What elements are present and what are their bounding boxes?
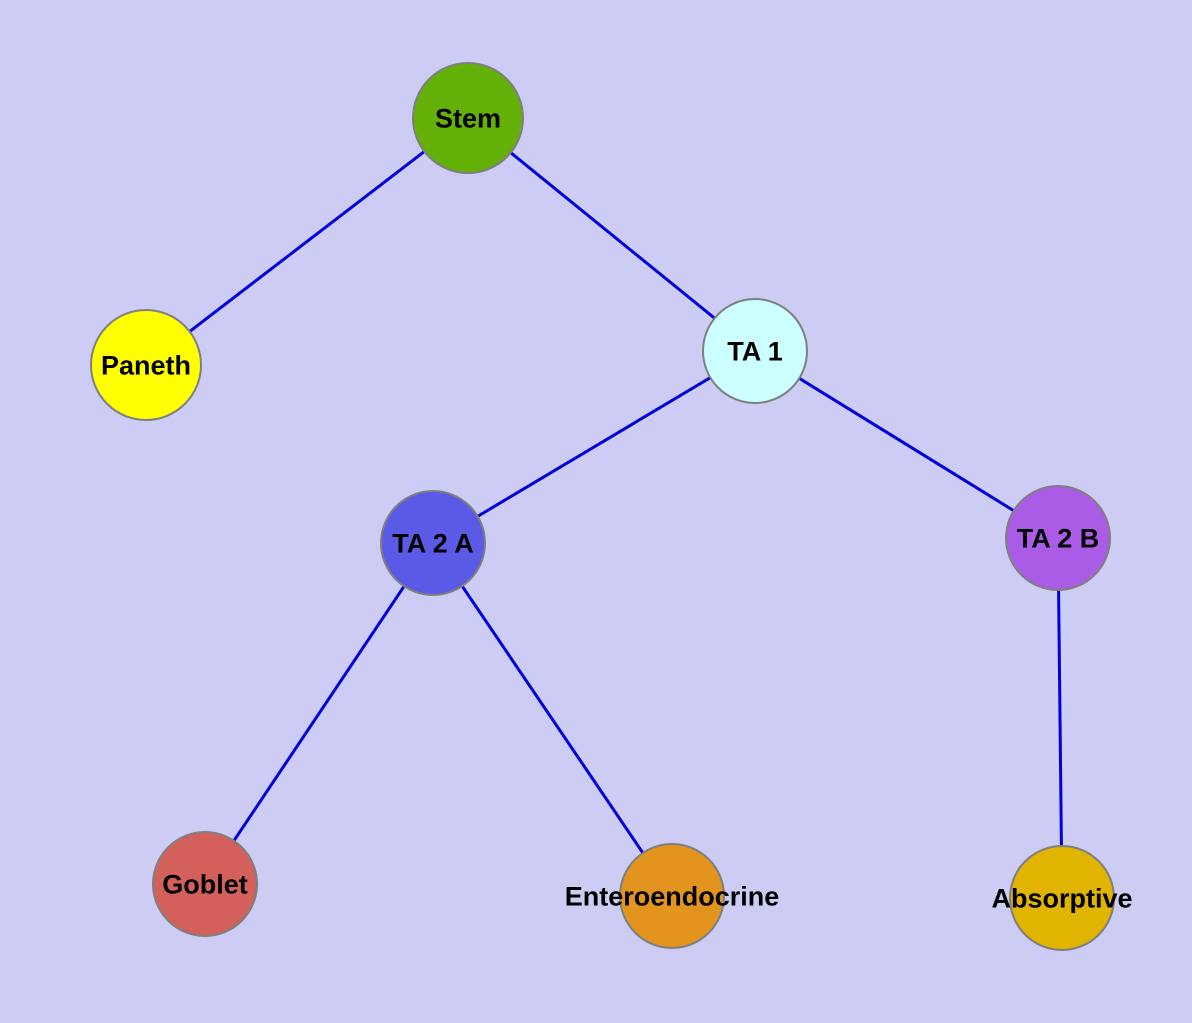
edge-ta2b-absorptive[interactable]: [1056, 537, 1064, 899]
edge-ta1-ta2a[interactable]: [432, 349, 756, 545]
node-circle-ta2a[interactable]: [380, 490, 486, 596]
edge-ta2a-enteroendocrine[interactable]: [431, 542, 674, 897]
edge-stem-paneth[interactable]: [145, 116, 469, 367]
node-circle-stem[interactable]: [412, 62, 524, 174]
node-paneth[interactable]: Paneth: [90, 309, 202, 421]
node-ta2b[interactable]: TA 2 B: [1005, 485, 1111, 591]
node-circle-goblet[interactable]: [152, 831, 258, 937]
node-circle-enteroendocrine[interactable]: [619, 843, 725, 949]
node-absorptive[interactable]: Absorptive: [991, 845, 1133, 951]
node-label-enteroendocrine: Enteroendocrine: [565, 881, 780, 911]
node-label-ta2b: TA 2 B: [1017, 523, 1100, 553]
edge-stem-ta1[interactable]: [467, 116, 756, 353]
node-circle-ta2b[interactable]: [1005, 485, 1111, 591]
node-label-ta1: TA 1: [727, 336, 783, 366]
node-circle-absorptive[interactable]: [1009, 845, 1115, 951]
node-goblet[interactable]: Goblet: [152, 831, 258, 937]
edge-ta2a-goblet[interactable]: [203, 542, 435, 885]
edge-ta1-ta2b[interactable]: [754, 349, 1059, 540]
node-label-paneth: Paneth: [101, 350, 191, 380]
node-label-goblet: Goblet: [162, 869, 248, 899]
node-ta1[interactable]: TA 1: [702, 298, 808, 404]
node-label-absorptive: Absorptive: [991, 883, 1132, 913]
node-enteroendocrine[interactable]: Enteroendocrine: [565, 843, 780, 949]
node-ta2a[interactable]: TA 2 A: [380, 490, 486, 596]
node-stem[interactable]: Stem: [412, 62, 524, 174]
node-circle-ta1[interactable]: [702, 298, 808, 404]
node-circle-paneth[interactable]: [90, 309, 202, 421]
node-label-stem: Stem: [435, 103, 501, 133]
node-label-ta2a: TA 2 A: [392, 528, 474, 558]
